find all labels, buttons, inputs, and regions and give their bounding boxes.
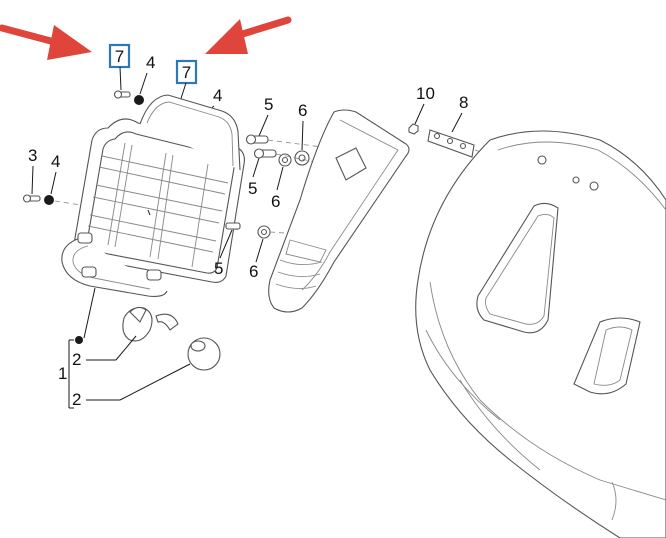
label-part-lower: 2 [72, 390, 81, 409]
bolt-5b-icon [253, 148, 277, 159]
screw-3-icon [22, 194, 41, 203]
washer-4a-icon [134, 95, 144, 105]
label-spacer-mid: 6 [271, 192, 280, 211]
kit-bullet-icon [75, 336, 83, 344]
nut-10-icon [408, 123, 419, 135]
label-bracket-right: 8 [459, 93, 468, 112]
luggage-rack [61, 94, 245, 297]
rubber-mount-upper-icon [122, 306, 179, 342]
callout-box-a [108, 43, 131, 69]
screw-7a-icon [113, 90, 131, 99]
label-washer-left: 4 [51, 152, 60, 171]
label-bolt-lower: 5 [248, 179, 257, 198]
washer-4c-icon [44, 195, 54, 205]
label-part-upper: 2 [72, 350, 81, 369]
spacer-6c-icon [257, 225, 271, 239]
rubber-mount-lower-icon [187, 337, 221, 371]
label-kit: 1 [58, 364, 67, 383]
label-bolt-rack: 5 [214, 259, 223, 278]
label-bolt-upper: 5 [264, 95, 273, 114]
support-panel [268, 109, 410, 313]
label-spacer-lower: 6 [249, 262, 258, 281]
bolt-5a-icon [245, 134, 269, 145]
front-shield [415, 130, 666, 538]
label-spacer-upper: 6 [298, 101, 307, 120]
attention-arrow-right [205, 16, 292, 54]
label-screw-left: 3 [28, 146, 37, 165]
spacer-6b-icon [278, 153, 292, 167]
callout-label-a: 7 [115, 47, 124, 66]
label-washer-top-mid: 4 [213, 86, 222, 105]
attention-arrow-left [0, 24, 92, 60]
label-washer-top-left: 4 [146, 53, 155, 72]
bracket-8-icon [427, 129, 475, 158]
callout-label-b: 7 [182, 63, 191, 82]
label-nut-right: 10 [416, 84, 435, 103]
callout-box-b [175, 59, 198, 85]
